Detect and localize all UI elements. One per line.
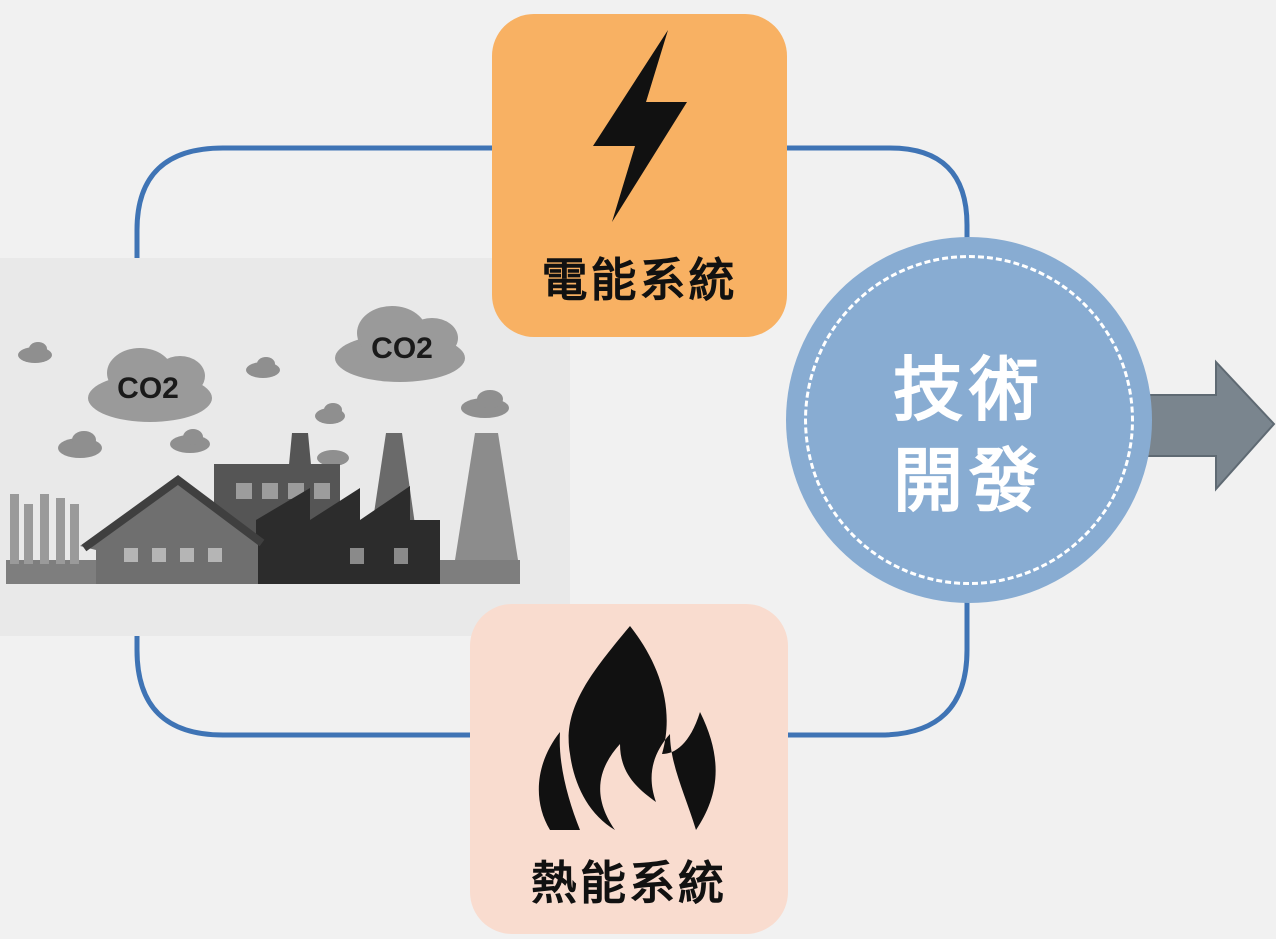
co2-label-left: CO2 bbox=[117, 372, 179, 405]
electric-system-node: 電能系統 bbox=[492, 14, 787, 337]
co2-cloud-left bbox=[88, 348, 212, 422]
window bbox=[394, 548, 408, 564]
thermal-system-node: 熱能系統 bbox=[470, 604, 788, 934]
tech-development-node: 技術 開發 bbox=[786, 237, 1152, 603]
output-arrow-icon bbox=[1136, 359, 1276, 492]
tech-label-line1: 技術 bbox=[893, 349, 1045, 431]
smokestack-right bbox=[455, 433, 518, 560]
co2-label-right: CO2 bbox=[371, 332, 433, 365]
flame-icon bbox=[538, 626, 716, 830]
electric-system-label: 電能系統 bbox=[541, 253, 738, 307]
factory-emissions-illustration: CO2 CO2 bbox=[6, 306, 520, 584]
window bbox=[350, 548, 364, 564]
lightning-bolt-icon bbox=[593, 30, 687, 222]
thermal-system-label: 熱能系統 bbox=[531, 856, 727, 910]
dashed-ring bbox=[804, 255, 1134, 585]
building-left-windows bbox=[124, 548, 222, 562]
factory-illustration: CO2 CO2 bbox=[0, 258, 570, 636]
roof bbox=[81, 475, 265, 552]
cloud-icon bbox=[18, 342, 509, 466]
tech-label-line2: 開發 bbox=[893, 440, 1045, 522]
pipes bbox=[10, 494, 79, 564]
co2-cloud-right bbox=[335, 306, 465, 382]
building-windows bbox=[236, 483, 330, 499]
